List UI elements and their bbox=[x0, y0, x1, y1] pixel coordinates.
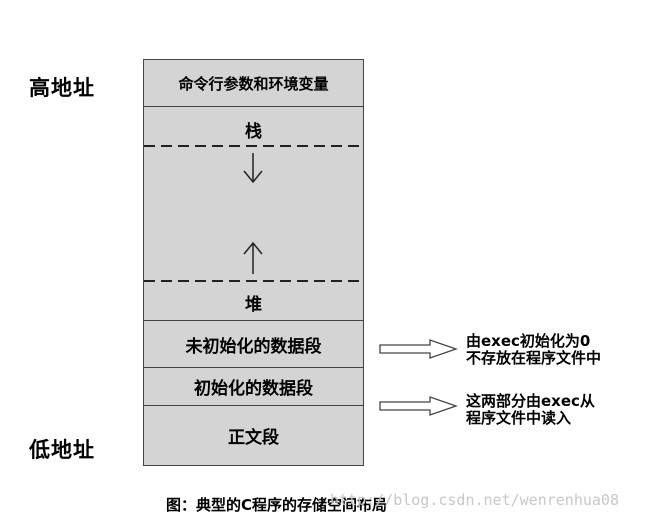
bss-note: 由exec初始化为0 不存放在程序文件中 bbox=[466, 333, 601, 367]
data-note: 这两部分由exec从 程序文件中读入 bbox=[466, 393, 595, 427]
low-address-label: 低地址 bbox=[29, 438, 95, 462]
bss-note-line2: 不存放在程序文件中 bbox=[466, 349, 602, 367]
segment-heap-label: 堆 bbox=[245, 295, 262, 315]
high-address-label: 高地址 bbox=[29, 76, 95, 100]
segment-text-label: 正文段 bbox=[228, 428, 279, 448]
segment-stack-heap: 栈 堆 bbox=[143, 106, 364, 321]
bss-note-line1: 由exec初始化为0 bbox=[466, 332, 591, 350]
arrow-down-icon bbox=[243, 153, 263, 184]
hollow-arrow-left-icon bbox=[379, 396, 458, 416]
segment-data: 初始化的数据段 bbox=[143, 367, 364, 406]
figure-caption: 图：典型的C程序的存储空间布局 bbox=[166, 496, 388, 514]
data-note-line2: 程序文件中读入 bbox=[466, 409, 572, 427]
arrow-up-icon bbox=[243, 241, 263, 274]
segment-bss: 未初始化的数据段 bbox=[143, 320, 364, 368]
segment-data-label: 初始化的数据段 bbox=[194, 379, 313, 399]
watermark: http://blog.csdn.net/wenrenhua08 bbox=[330, 491, 619, 509]
segment-bss-label: 未初始化的数据段 bbox=[185, 336, 322, 357]
segment-args-env-label: 命令行参数和环境变量 bbox=[178, 74, 329, 93]
data-note-line1: 这两部分由exec从 bbox=[466, 392, 595, 410]
segment-text: 正文段 bbox=[143, 405, 364, 466]
hollow-arrow-left-icon bbox=[379, 339, 458, 359]
segment-stack-label: 栈 bbox=[245, 122, 262, 142]
